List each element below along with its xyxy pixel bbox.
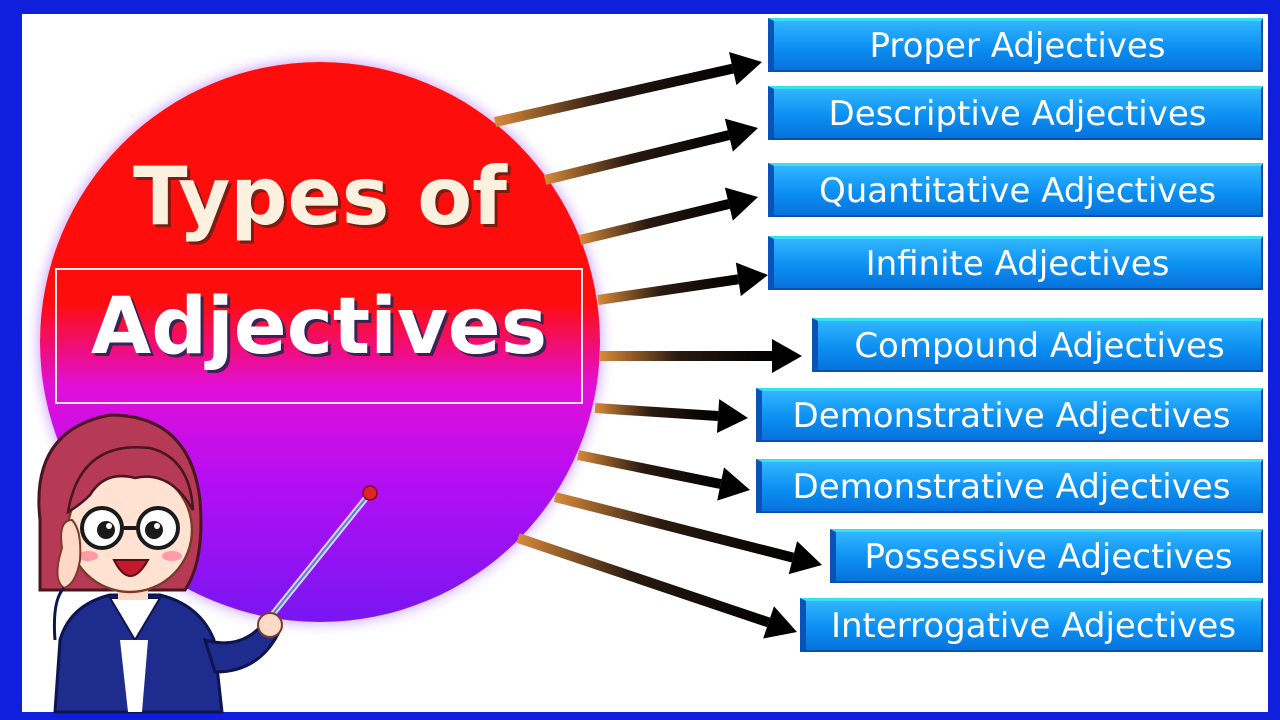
arrow-head-3 [724, 187, 758, 221]
arrow-head-5 [772, 339, 802, 373]
connector-arrows [493, 51, 822, 639]
type-label-quantitative: Quantitative Adjectives [768, 163, 1263, 217]
arrow-head-4 [735, 262, 768, 297]
arrow-shaft-8 [553, 492, 795, 563]
type-label-demonstrative-2: Demonstrative Adjectives [756, 459, 1263, 513]
type-label-infinite: Infinite Adjectives [768, 236, 1263, 290]
type-label-demonstrative-1: Demonstrative Adjectives [756, 388, 1263, 442]
arrow-shaft-4 [597, 274, 740, 305]
arrow-shaft-6 [594, 403, 719, 422]
type-label-proper: Proper Adjectives [768, 18, 1263, 72]
arrow-shaft-3 [578, 199, 731, 245]
arrow-shaft-5 [600, 351, 772, 361]
teacher-illustration [37, 413, 378, 714]
type-label-descriptive: Descriptive Adjectives [768, 86, 1263, 140]
arrow-head-9 [763, 606, 797, 639]
arrow-shaft-1 [493, 63, 734, 127]
arrow-head-2 [724, 118, 758, 152]
arrow-head-7 [717, 467, 750, 501]
type-label-compound: Compound Adjectives [812, 318, 1263, 372]
arrow-head-1 [729, 51, 762, 86]
title-line-1: Types of [133, 150, 507, 243]
arrow-shaft-9 [516, 533, 771, 628]
type-label-interrogative: Interrogative Adjectives [800, 598, 1263, 652]
arrow-head-8 [788, 541, 822, 575]
title-line-2: Adjectives [90, 282, 548, 372]
type-label-possessive: Possessive Adjectives [830, 529, 1263, 583]
arrow-shaft-7 [577, 450, 722, 489]
arrow-head-6 [716, 399, 748, 434]
title-frame [55, 268, 583, 404]
arrow-shaft-2 [543, 130, 731, 185]
